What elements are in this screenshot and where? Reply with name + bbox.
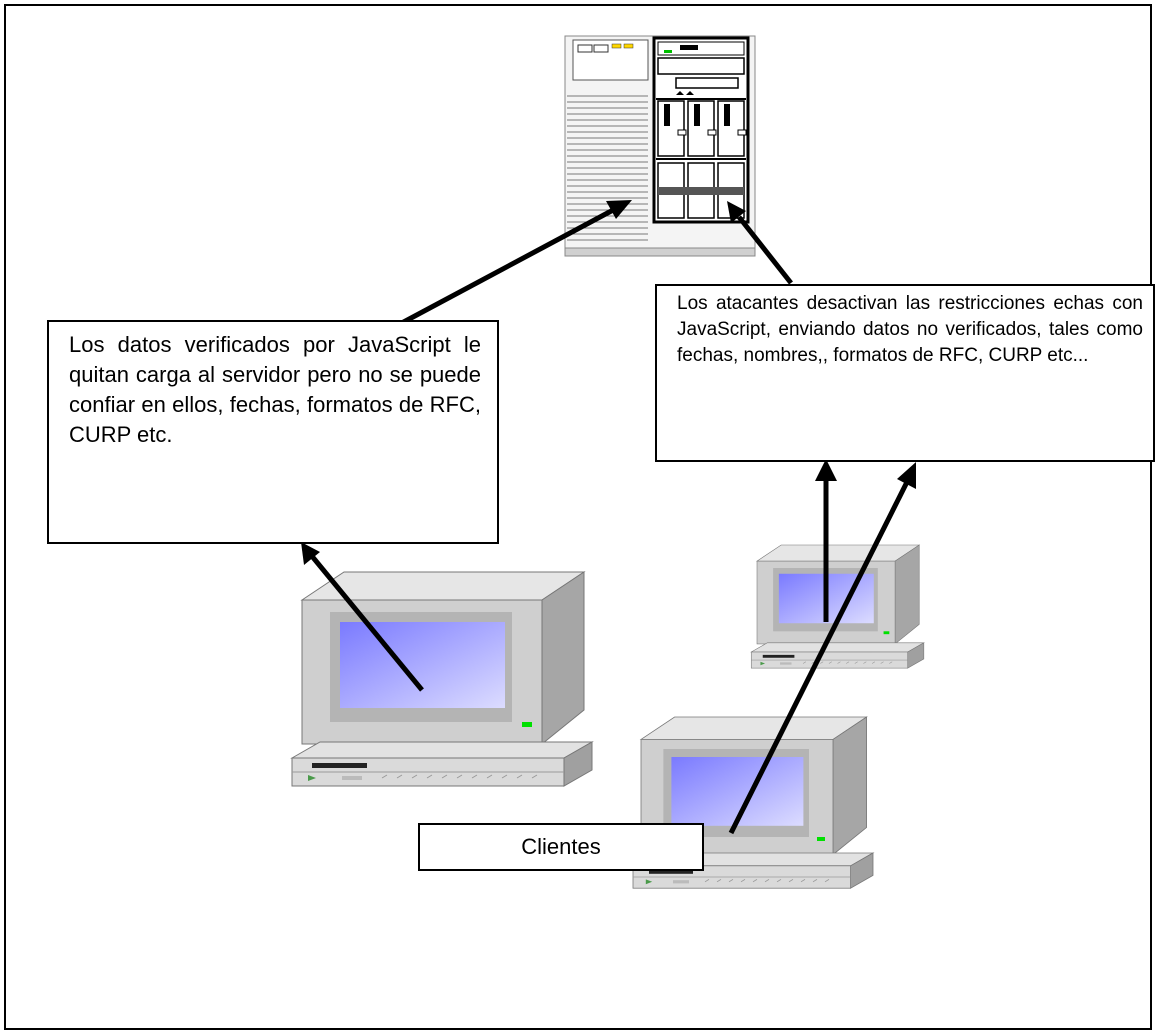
clients-label: Clientes bbox=[418, 823, 704, 871]
computer-icon bbox=[750, 544, 925, 669]
arrow-right-callout-to-server bbox=[727, 201, 793, 285]
arrow-left-callout-to-server bbox=[396, 200, 632, 328]
callout-right: Los atacantes desactivan las restriccion… bbox=[655, 284, 1155, 462]
arrow-client2-to-right-callout bbox=[728, 462, 916, 835]
callout-left: Los datos verificados por JavaScript le … bbox=[47, 320, 499, 544]
computer-icon bbox=[291, 571, 593, 787]
arrow-client-to-left-callout bbox=[301, 542, 424, 692]
arrow-client-to-right-callout bbox=[815, 459, 837, 622]
diagram-frame bbox=[4, 4, 1152, 1030]
